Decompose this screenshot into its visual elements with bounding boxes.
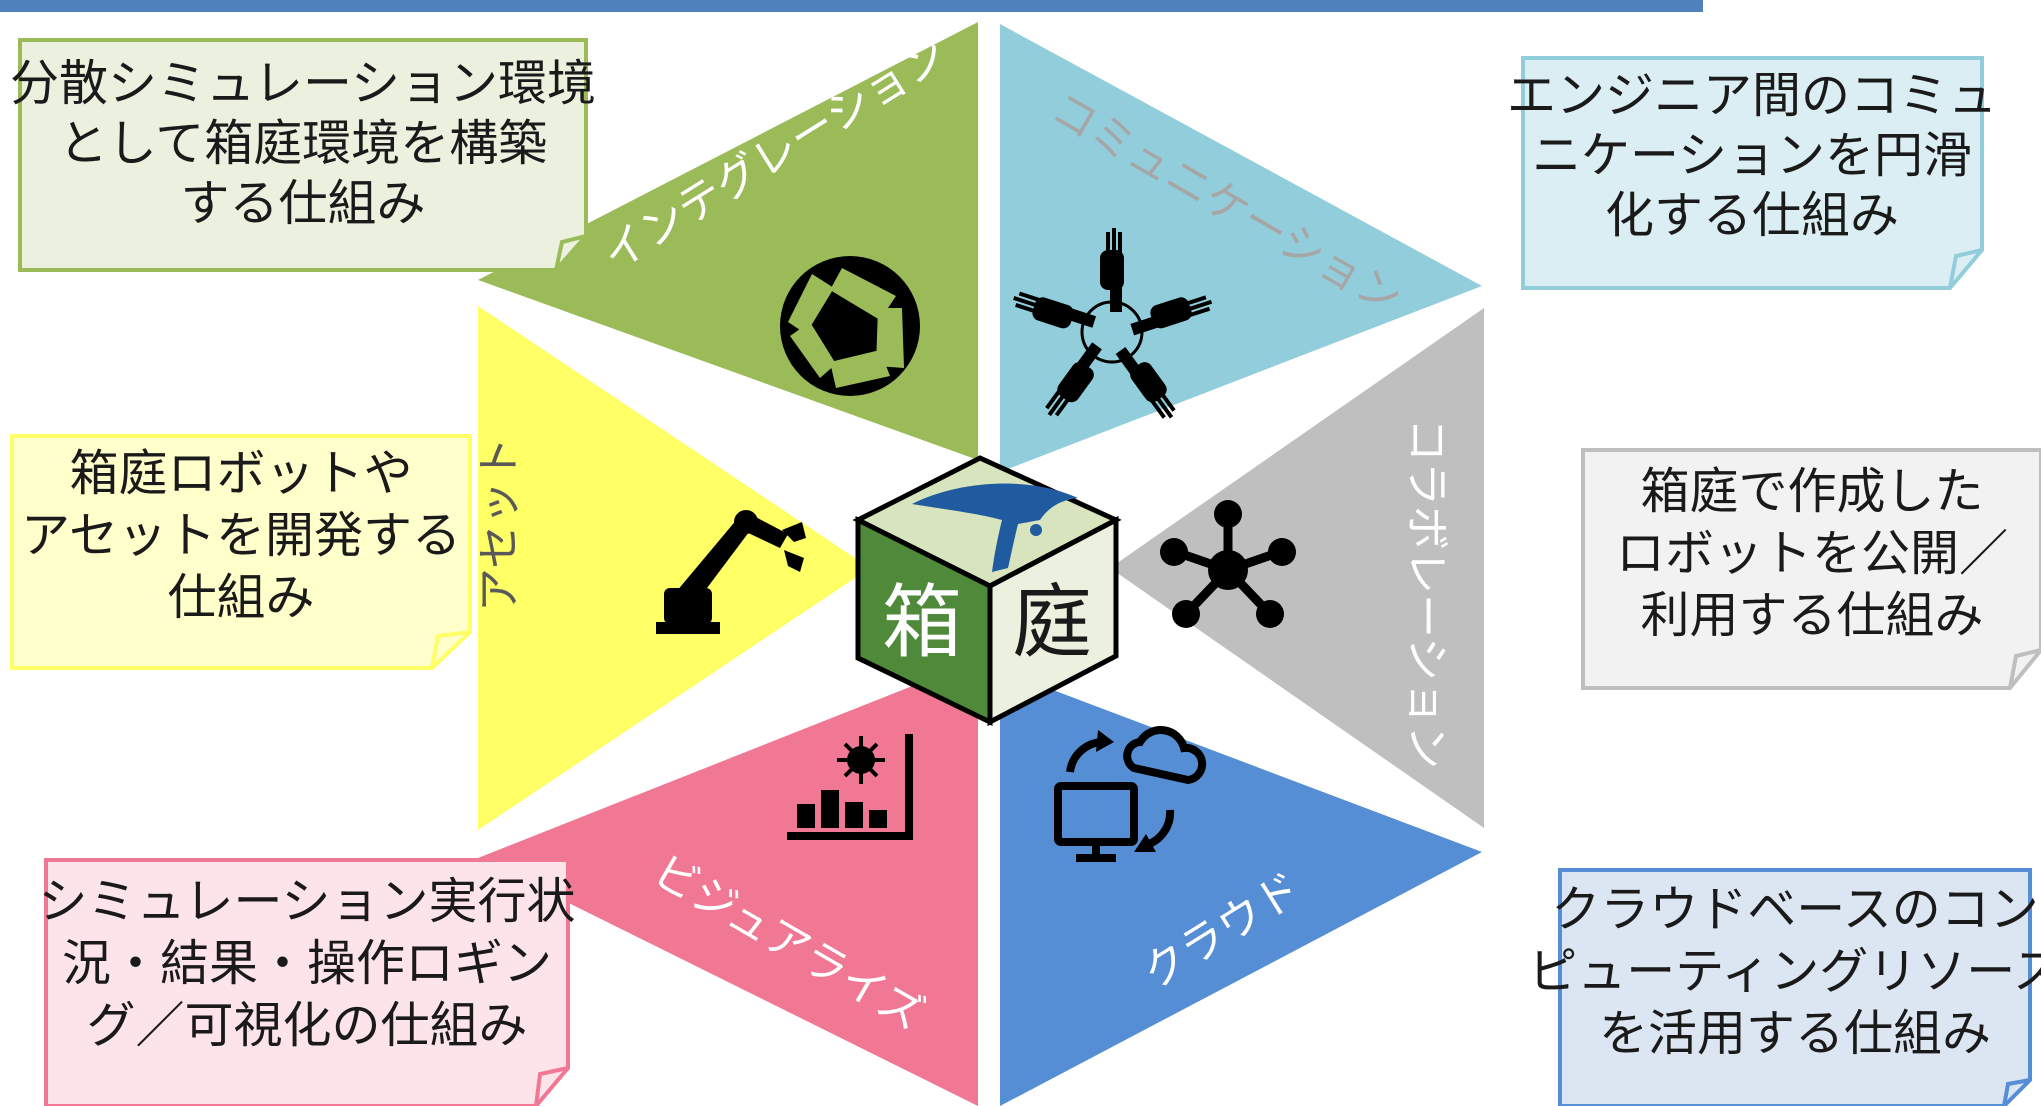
segment-visualize xyxy=(478,660,978,1106)
center-cube: 箱 庭 xyxy=(852,455,1122,727)
segment-asset xyxy=(478,306,870,830)
note-communication-line-1: エンジニア間のコミュ xyxy=(1507,67,1997,124)
teamwork-hands-icon xyxy=(1013,228,1213,419)
note-communication: エンジニア間のコミュ ニケーションを円滑 化する仕組み xyxy=(1507,56,1997,290)
segment-label-asset: アセット xyxy=(474,437,525,612)
note-visualize-line-3: グ／可視化の仕組み xyxy=(86,997,527,1054)
t-logo-icon xyxy=(912,483,1078,572)
note-integration-line-2: として箱庭環境を構築 xyxy=(59,115,548,172)
cube-char-left: 箱 xyxy=(882,576,962,669)
segment-label-collaboration: コラボレーション xyxy=(1401,418,1452,769)
note-asset: 箱庭ロボットや アセットを開発する 仕組み xyxy=(10,434,472,670)
note-communication-line-3: 化する仕組み xyxy=(1605,187,1899,244)
note-visualize: シミュレーション実行状 況・結果・操作ロギン グ／可視化の仕組み xyxy=(38,858,576,1106)
robot-arm-icon xyxy=(656,510,806,634)
note-integration-line-1: 分散シミュレーション環境 xyxy=(10,55,596,112)
note-collaboration-line-2: ロボットを公開／ xyxy=(1616,525,2008,582)
note-collaboration-line-3: 利用する仕組み xyxy=(1640,587,1983,644)
note-asset-line-3: 仕組み xyxy=(167,569,314,626)
note-cloud-line-2: ピューティングリソース xyxy=(1528,943,2041,1000)
top-bar xyxy=(0,0,1703,12)
virus-bar-chart-icon xyxy=(787,734,913,840)
note-collaboration-line-1: 箱庭で作成した xyxy=(1640,463,1983,520)
cube-char-right: 庭 xyxy=(1012,576,1092,669)
camera-shutter-icon xyxy=(780,256,920,396)
segment-cloud xyxy=(1000,670,1482,1106)
note-visualize-line-2: 況・結果・操作ロギン xyxy=(62,935,552,992)
note-integration: 分散シミュレーション環境 として箱庭環境を構築 する仕組み xyxy=(10,38,596,272)
note-collaboration: 箱庭で作成した ロボットを公開／ 利用する仕組み xyxy=(1581,448,2041,690)
cloud-sync-computer-icon xyxy=(1054,726,1207,862)
note-visualize-line-1: シミュレーション実行状 xyxy=(38,873,575,930)
note-integration-line-3: する仕組み xyxy=(180,175,425,232)
network-hub-icon xyxy=(1160,500,1296,628)
note-asset-line-2: アセットを開発する xyxy=(21,507,461,564)
note-asset-line-1: 箱庭ロボットや xyxy=(69,445,412,502)
note-communication-line-2: ニケーションを円滑 xyxy=(1532,127,1972,184)
note-cloud: クラウドベースのコン ピューティングリソース を活用する仕組み xyxy=(1528,868,2041,1106)
cube-right-face xyxy=(987,515,1119,727)
note-cloud-line-3: を活用する仕組み xyxy=(1599,1005,1991,1062)
note-cloud-line-1: クラウドベースのコン xyxy=(1551,881,2039,938)
segment-collaboration xyxy=(1110,308,1484,828)
